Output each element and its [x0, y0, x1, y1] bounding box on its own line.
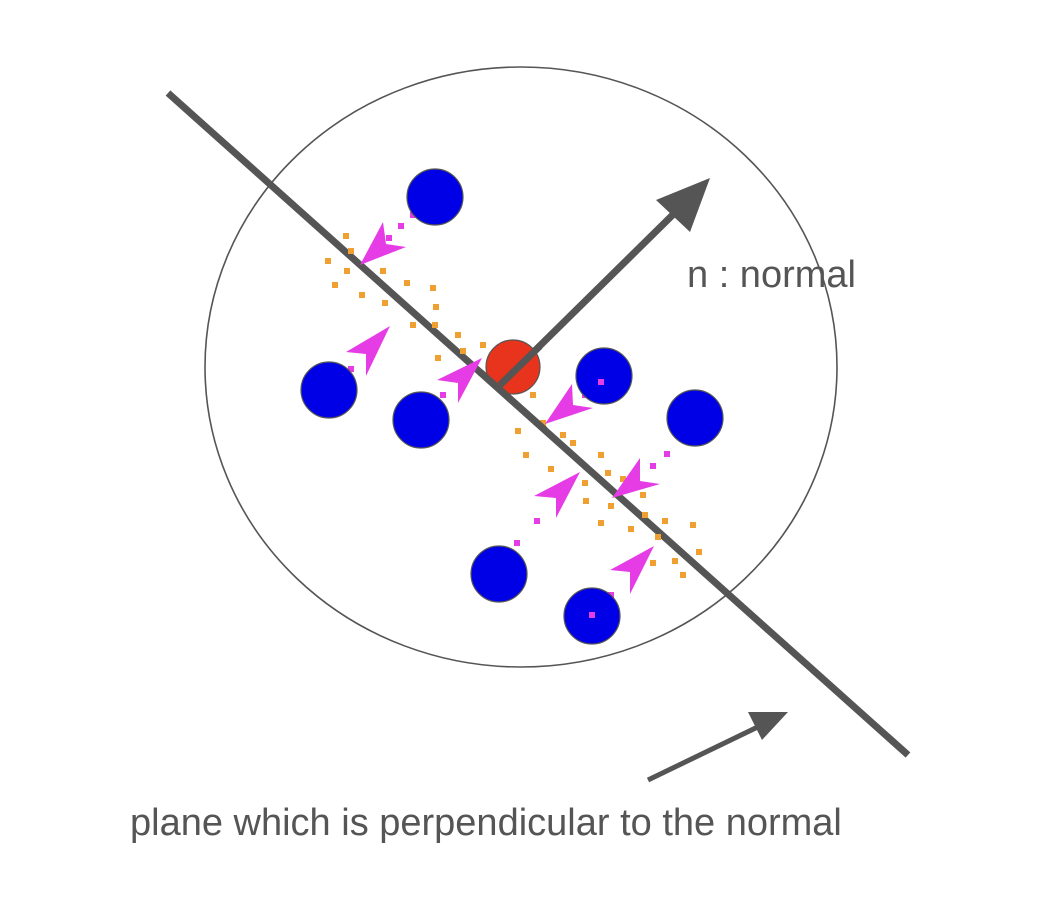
projection-arrowhead — [612, 458, 660, 498]
neighbor-point — [406, 168, 464, 226]
plane-label: plane which is perpendicular to the norm… — [130, 802, 842, 844]
neighbor-point — [666, 389, 724, 447]
projection-arrowhead — [346, 326, 390, 376]
guide-dots — [325, 233, 702, 578]
normal-arrow-base — [497, 343, 543, 388]
plane-pointer-arrow — [646, 719, 770, 783]
center-point — [485, 339, 541, 395]
normal-arrowhead — [656, 178, 710, 232]
neighborhood-circle — [204, 66, 838, 668]
plane-pointer-arrowhead — [748, 712, 788, 740]
neighbor-point — [575, 347, 633, 405]
point-markers — [589, 379, 604, 618]
projection-arrowhead — [545, 384, 593, 424]
projection-shaft — [650, 463, 656, 469]
projection-shaft — [534, 518, 540, 524]
projection-shaft — [514, 540, 520, 546]
normal-label: n : normal — [687, 254, 856, 296]
neighbor-point — [392, 391, 450, 449]
neighbor-points — [300, 168, 724, 645]
neighbor-point — [300, 361, 358, 419]
projection-shaft — [440, 392, 446, 398]
projection-arrowhead — [610, 546, 654, 594]
projection-arrowhead — [534, 472, 580, 518]
projection-arrowhead — [360, 222, 406, 265]
projection-arrows — [346, 212, 670, 618]
projection-arrowhead — [437, 358, 482, 403]
projection-shaft — [398, 223, 404, 229]
projection-shaft — [348, 366, 354, 372]
projection-shaft — [664, 451, 670, 457]
plane-line-overlay — [477, 369, 548, 433]
neighbor-point — [470, 545, 528, 603]
projection-shaft — [386, 235, 392, 241]
